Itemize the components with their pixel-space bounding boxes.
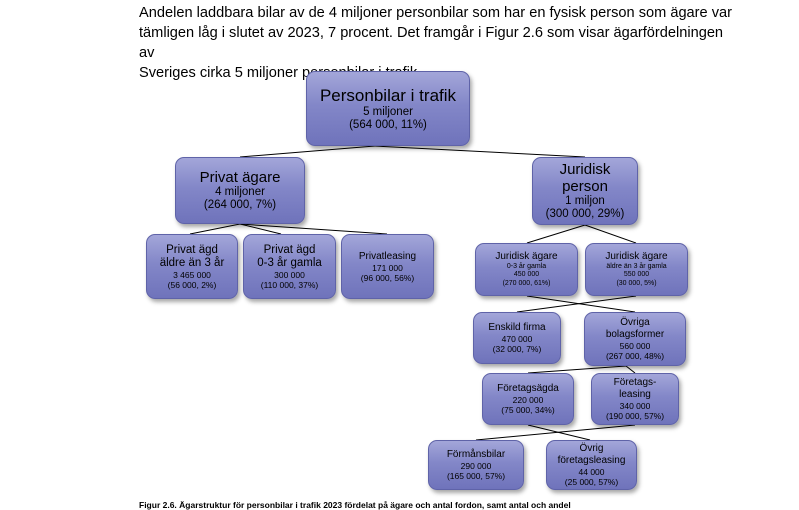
private-old-line-2: äldre än 3 år xyxy=(159,256,225,269)
node-private-owner: Privat ägare 4 miljoner (264 000, 7%) xyxy=(175,157,305,224)
private-old-ev: (56 000, 2%) xyxy=(167,279,217,290)
legal-old-ev: (30 000, 5%) xyxy=(616,279,657,287)
intro-line-1: Andelen laddbara bilar av de 4 miljoner … xyxy=(139,5,732,21)
edge-root-private xyxy=(239,145,376,158)
company-leasing-line-2: leasing xyxy=(619,389,651,400)
private-new-line-1: Privat ägd xyxy=(263,243,316,256)
legal-new-ev: (270 000, 61%) xyxy=(502,279,551,287)
root-count: 5 miljoner xyxy=(363,105,413,118)
legal-new-sub: 0-3 år gamla xyxy=(506,262,547,270)
node-legal-old: Juridisk ägare äldre än 3 år gamla 550 0… xyxy=(585,243,688,296)
figure-caption: Figur 2.6. Ägarstruktur för personbilar … xyxy=(139,500,571,510)
sole-trader-count: 470 000 xyxy=(501,334,533,344)
company-leasing-line-1: Företags- xyxy=(613,377,657,388)
other-leasing-count: 44 000 xyxy=(578,467,605,477)
company-owned-ev: (75 000, 34%) xyxy=(501,405,555,415)
other-company-line-2: bolagsformer xyxy=(605,329,665,340)
sole-trader-ev: (32 000, 7%) xyxy=(492,344,542,354)
root-title: Personbilar i trafik xyxy=(319,85,457,105)
benefit-car-ev: (165 000, 57%) xyxy=(446,471,506,481)
company-owned-count: 220 000 xyxy=(512,395,544,405)
node-private-new: Privat ägd 0-3 år gamla 300 000 (110 000… xyxy=(243,234,336,299)
edge-other-companyleasing xyxy=(625,365,636,374)
edge-legal-new xyxy=(526,224,586,244)
legal-old-title: Juridisk ägare xyxy=(605,250,668,262)
edge-root-legal xyxy=(374,145,586,158)
node-company-owned: Företagsägda 220 000 (75 000, 34%) xyxy=(482,373,574,425)
company-leasing-ev: (190 000, 57%) xyxy=(605,411,665,421)
other-company-line-1: Övriga xyxy=(620,317,650,328)
sole-trader-title: Enskild firma xyxy=(488,322,546,333)
legal-person-count: 1 miljon xyxy=(565,195,605,207)
private-leasing-ev: (96 000, 56%) xyxy=(360,272,415,283)
private-owner-title: Privat ägare xyxy=(199,169,281,186)
node-sole-trader: Enskild firma 470 000 (32 000, 7%) xyxy=(473,312,561,364)
edge-leasing-benefit xyxy=(475,424,636,441)
benefit-car-title: Förmånsbilar xyxy=(446,449,506,460)
legal-person-ev: (300 000, 29%) xyxy=(545,208,625,220)
node-private-leasing: Privatleasing 171 000 (96 000, 56%) xyxy=(341,234,434,299)
node-root: Personbilar i trafik 5 miljoner (564 000… xyxy=(306,71,470,146)
legal-person-title-1: Juridisk xyxy=(559,161,611,178)
edge-other-companyowned xyxy=(527,365,627,374)
company-leasing-count: 340 000 xyxy=(619,401,651,411)
private-new-count: 300 000 xyxy=(274,269,305,280)
edge-legalnew-sole xyxy=(526,295,636,313)
edge-legalold-sole xyxy=(516,295,637,313)
node-company-leasing: Företags- leasing 340 000 (190 000, 57%) xyxy=(591,373,679,425)
other-leasing-line-1: Övrig xyxy=(579,443,604,454)
intro-paragraph: Andelen laddbara bilar av de 4 miljoner … xyxy=(139,3,739,83)
node-legal-new: Juridisk ägare 0-3 år gamla 450 000 (270… xyxy=(475,243,578,296)
other-company-count: 560 000 xyxy=(619,341,651,351)
node-benefit-car: Förmånsbilar 290 000 (165 000, 57%) xyxy=(428,440,524,490)
private-owner-ev: (264 000, 7%) xyxy=(203,199,277,211)
private-owner-count: 4 miljoner xyxy=(215,186,265,198)
benefit-car-count: 290 000 xyxy=(460,461,492,471)
intro-line-2: tämligen låg i slutet av 2023, 7 procent… xyxy=(139,25,724,61)
legal-person-title-2: person xyxy=(562,178,608,195)
company-owned-title: Företagsägda xyxy=(497,383,559,394)
node-other-company: Övriga bolagsformer 560 000 (267 000, 48… xyxy=(584,312,686,366)
legal-old-sub: äldre än 3 år gamla xyxy=(606,262,667,270)
other-leasing-line-2: företagsleasing xyxy=(557,455,626,466)
private-new-line-2: 0-3 år gamla xyxy=(257,256,322,269)
private-old-line-1: Privat ägd xyxy=(166,243,218,256)
edge-private-old xyxy=(189,223,241,235)
edge-private-new xyxy=(239,223,282,235)
node-private-old: Privat ägd äldre än 3 år 3 465 000 (56 0… xyxy=(146,234,238,299)
edge-legal-old xyxy=(584,224,637,244)
private-old-count: 3 465 000 xyxy=(173,269,211,280)
legal-new-title: Juridisk ägare xyxy=(495,250,558,262)
private-leasing-title: Privatleasing xyxy=(358,250,417,262)
node-legal-person: Juridisk person 1 miljon (300 000, 29%) xyxy=(532,157,638,225)
other-company-ev: (267 000, 48%) xyxy=(605,351,665,361)
legal-new-count: 450 000 xyxy=(513,271,540,279)
private-leasing-count: 171 000 xyxy=(372,262,403,273)
private-new-ev: (110 000, 37%) xyxy=(260,279,319,290)
node-other-leasing: Övrig företagsleasing 44 000 (25 000, 57… xyxy=(546,440,637,490)
legal-old-count: 550 000 xyxy=(623,271,650,279)
edge-private-leasing xyxy=(239,223,388,235)
root-ev: (564 000, 11%) xyxy=(349,118,427,131)
other-leasing-ev: (25 000, 57%) xyxy=(564,477,619,487)
